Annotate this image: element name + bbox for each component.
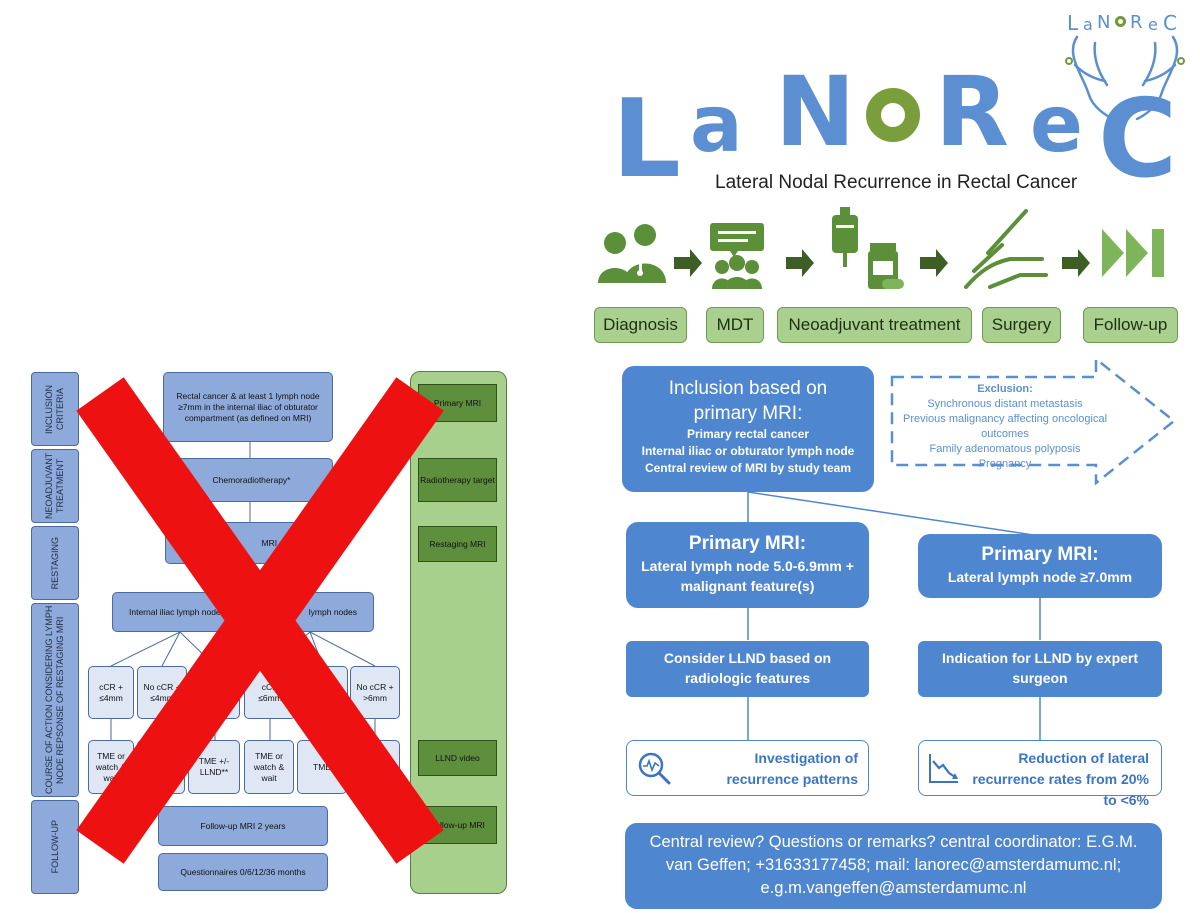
primary-mri-right-box: Primary MRI: Lateral lymph node ≥7.0mm (918, 534, 1162, 598)
inclusion-title: Inclusion based on primary MRI: (668, 378, 828, 424)
decline-chart-icon (929, 754, 958, 783)
doctor-patient-icon (598, 224, 666, 283)
small-logo-letter: R (1130, 12, 1143, 33)
indication-llnd-box: Indication for LLND by expert surgeon (918, 641, 1162, 697)
old-green-item: LLND video (418, 740, 497, 776)
category-follow-up: FOLLOW-UP (31, 800, 79, 894)
exclusion-line: Previous malignancy affecting oncologica… (902, 413, 1108, 440)
big-logo-o-ring (866, 88, 920, 142)
small-logo-letter: a (1083, 15, 1093, 34)
exclusion-line: Family adenomatous polyposis (929, 443, 1081, 455)
stage-follow-up: Follow-up (1083, 307, 1178, 343)
contact-text: Central review? Questions or remarks? ce… (649, 833, 1138, 897)
magnifier-chart-icon (638, 752, 671, 785)
old-inclusion-box: Rectal cancer & at least 1 lymph node ≥7… (163, 372, 333, 442)
stage-diagnosis: Diagnosis (594, 307, 687, 343)
consider-llnd-box: Consider LLND based on radiologic featur… (626, 641, 869, 697)
small-logo-letter: L (1067, 11, 1079, 35)
inclusion-box: Inclusion based on primary MRI: Primary … (622, 366, 874, 492)
primary-mri-right-title: Primary MRI: (981, 544, 1099, 565)
inclusion-line: Central review of MRI by study team (644, 461, 852, 475)
consider-llnd-text: Consider LLND based on radiologic featur… (663, 650, 832, 686)
small-logo-letter: e (1148, 15, 1158, 34)
small-logo: L a N R e C (1055, 5, 1195, 125)
reduction-recurrence-text: Reduction of lateral recurrence rates fr… (972, 750, 1149, 808)
category-course-of-action: COURSE OF ACTION CONSIDERING LYMPH NODE … (31, 603, 79, 797)
exclusion-line: Pregnancy (978, 458, 1032, 470)
category-neoadjuvant: NEOADJUVANT TREATMENT (31, 449, 79, 523)
small-logo-letter: C (1163, 11, 1177, 35)
indication-llnd-text: Indication for LLND by expert surgeon (942, 650, 1139, 686)
old-green-item: Radiotherapy target (418, 458, 497, 502)
scalpel-hand-icon (964, 209, 1048, 289)
old-follow-up-mri-box: Follow-up MRI 2 years (158, 806, 328, 846)
big-logo-letter: C (1098, 77, 1178, 202)
stage-neoadjuvant: Neoadjuvant treatment (777, 307, 972, 343)
primary-mri-left-title: Primary MRI: (688, 533, 807, 554)
big-logo-letter: e (1030, 80, 1083, 170)
infusion-medication-icon (832, 207, 904, 289)
exclusion-arrow-outline (890, 357, 1177, 485)
primary-mri-right-text: Lateral lymph node ≥7.0mm (947, 569, 1133, 585)
big-logo-letter: a (690, 80, 743, 170)
contact-box: Central review? Questions or remarks? ce… (625, 823, 1162, 909)
inclusion-line: Primary rectal cancer (686, 427, 810, 441)
old-response-box: cCR + ≤4mm (88, 666, 134, 719)
small-logo-letter: N (1097, 12, 1111, 33)
mdt-meeting-icon (710, 223, 764, 289)
big-logo-letter: N (775, 56, 856, 168)
reduction-recurrence-box: Reduction of lateral recurrence rates fr… (918, 740, 1162, 808)
pelvis-lines-icon (1065, 35, 1185, 121)
big-logo-letter: R (935, 56, 1009, 168)
red-cross-mark (76, 377, 444, 864)
exclusion-title: Exclusion: (977, 383, 1033, 395)
recurrence-patterns-box: Investigation of recurrence patterns (626, 740, 869, 796)
small-logo-o (1115, 16, 1126, 27)
category-inclusion: INCLUSION CRITERIA (31, 372, 79, 446)
recurrence-patterns-text: Investigation of recurrence patterns (726, 750, 858, 787)
stage-surgery: Surgery (982, 307, 1061, 343)
inclusion-line: Internal iliac or obturator lymph node (641, 444, 855, 458)
logo-subtitle: Lateral Nodal Recurrence in Rectal Cance… (715, 172, 1078, 193)
category-restaging: RESTAGING (31, 526, 79, 600)
primary-mri-left-text: Lateral lymph node 5.0-6.9mm + malignant… (641, 558, 854, 594)
old-action-box: TME or watch & wait (244, 740, 294, 794)
old-green-item: Restaging MRI (418, 526, 497, 562)
exclusion-text: Exclusion: Synchronous distant metastasi… (900, 382, 1110, 472)
old-questionnaires-box: Questionnaires 0/6/12/36 months (158, 853, 328, 891)
big-logo-letter: L (612, 77, 681, 202)
primary-mri-left-box: Primary MRI: Lateral lymph node 5.0-6.9m… (626, 522, 869, 608)
process-icon-row (598, 207, 1164, 289)
stage-mdt: MDT (706, 307, 764, 343)
fast-forward-icon (1102, 229, 1164, 277)
exclusion-line: Synchronous distant metastasis (927, 398, 1083, 410)
